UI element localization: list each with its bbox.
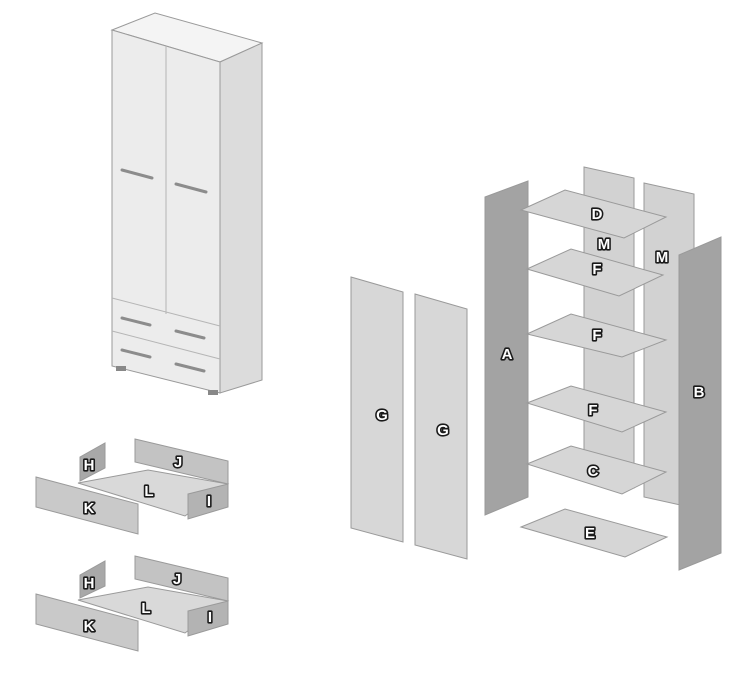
- drawer1-side-I: [187, 483, 229, 520]
- drawer-upper-exploded: H J L I K: [35, 438, 230, 535]
- carcass-exploded: A B D M M F F F C E: [484, 166, 722, 571]
- part-label-F-2: F: [592, 327, 601, 344]
- drawer1-front-K: [35, 476, 139, 535]
- part-label-A: A: [502, 346, 513, 363]
- drawer-handle-1: [120, 316, 152, 327]
- part-label-H-1: H: [84, 457, 95, 474]
- part-label-K-1: K: [84, 500, 95, 517]
- part-label-D: D: [592, 206, 603, 223]
- drawer2-front-K: [35, 593, 139, 652]
- part-label-G-left: G: [376, 407, 388, 424]
- drawer-top-line: [111, 297, 221, 327]
- door-G-left: [350, 276, 404, 543]
- top-panel-D: [519, 189, 668, 239]
- part-label-F-3: F: [588, 402, 597, 419]
- drawer-handle-2: [174, 329, 206, 340]
- part-label-M-left: M: [598, 236, 611, 253]
- side-panel-A: [484, 180, 529, 516]
- part-label-L-1: L: [144, 483, 153, 500]
- door-G-right: [414, 293, 468, 560]
- part-label-J-2: J: [173, 571, 181, 588]
- drawer-lower-exploded: H J L I K: [35, 555, 230, 652]
- assembled-wardrobe: [110, 12, 264, 395]
- shelf-F-1: [525, 248, 665, 297]
- part-label-H-2: H: [84, 575, 95, 592]
- part-label-F-1: F: [592, 261, 601, 278]
- side-panel-B: [678, 236, 722, 571]
- drawer-handle-4: [174, 362, 206, 373]
- door-handle-left: [120, 168, 154, 180]
- door-handle-right: [174, 182, 208, 194]
- part-label-L-2: L: [141, 600, 150, 617]
- drawer2-side-I: [187, 600, 229, 637]
- part-label-G-right: G: [437, 422, 449, 439]
- part-label-E: E: [585, 525, 595, 542]
- part-label-C: C: [588, 463, 599, 480]
- drawer1-side-H: [79, 442, 106, 482]
- part-label-K-2: K: [84, 618, 95, 635]
- shelf-F-3: [525, 385, 668, 433]
- drawer-mid-line: [111, 330, 221, 360]
- part-label-I-2: I: [208, 609, 212, 626]
- drawer2-side-H: [79, 560, 106, 599]
- part-label-J-1: J: [174, 454, 182, 471]
- wardrobe-foot-right: [208, 390, 218, 395]
- part-label-M-right: M: [656, 249, 669, 266]
- wardrobe-foot-left: [116, 366, 126, 371]
- drawer-handle-3: [120, 348, 152, 359]
- shelf-F-2: [525, 313, 668, 358]
- shelf-C: [525, 445, 668, 495]
- bottom-panel-E: [519, 508, 669, 558]
- part-label-I-1: I: [207, 493, 211, 510]
- part-label-B: B: [694, 384, 705, 401]
- doors-exploded: G G: [350, 276, 468, 560]
- wardrobe-side: [219, 42, 263, 394]
